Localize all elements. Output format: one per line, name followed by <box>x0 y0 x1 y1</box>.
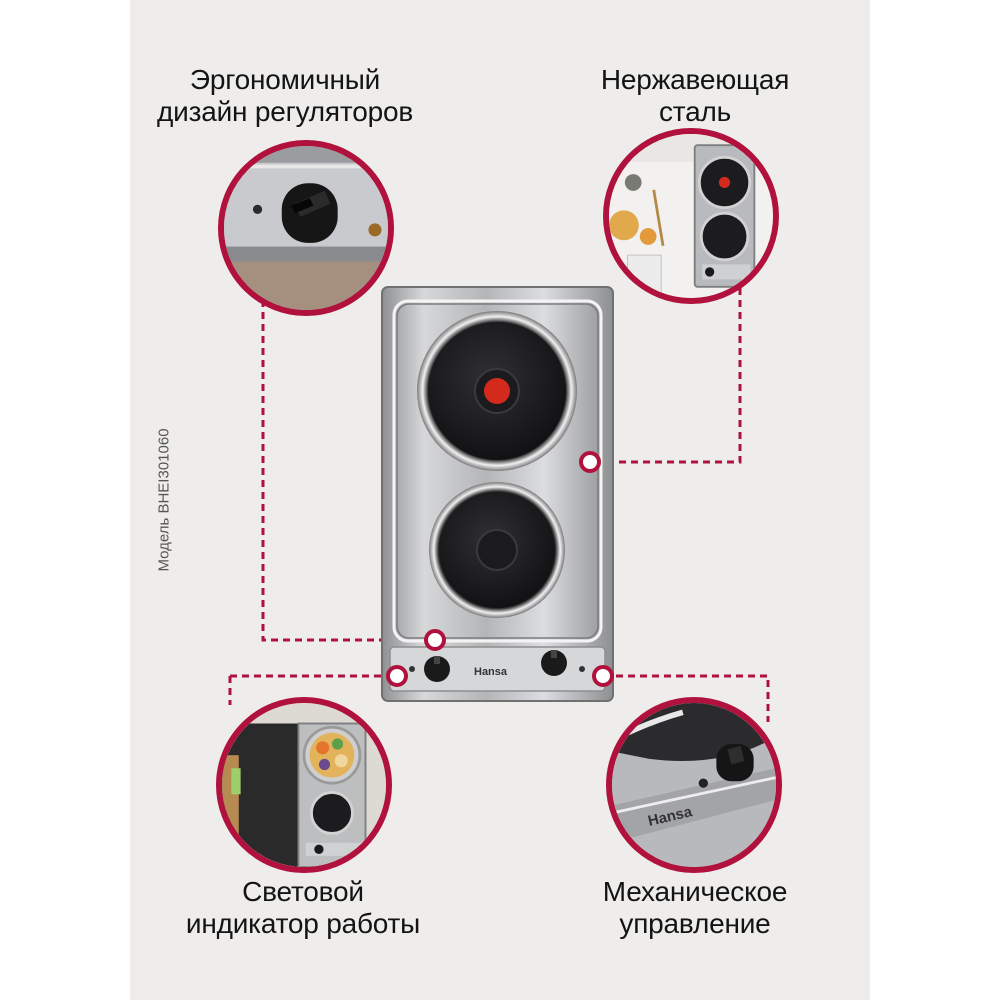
feature-title-mechanical-line1: Механическое <box>602 876 788 907</box>
knob-icon <box>424 656 450 682</box>
feature-title-ergonomic-line2: дизайн регуляторов <box>156 96 413 127</box>
feature-title-indicator-line1: Световой <box>242 876 364 907</box>
feature-title-indicator: Световой индикатор работы <box>158 876 448 940</box>
hansa-logo-icon: Hansa <box>474 666 508 678</box>
knob-icon <box>281 183 338 243</box>
feature-title-steel-line2: сталь <box>658 96 731 127</box>
knob-icon <box>541 650 567 676</box>
feature-title-indicator-line2: индикатор работы <box>185 908 421 939</box>
marker-mechanical <box>592 665 614 687</box>
feature-title-ergonomic-line1: Эргономичный <box>189 64 381 95</box>
closeup-ergonomic-knob <box>218 140 394 316</box>
feature-title-mechanical-line2: управление <box>619 908 771 939</box>
closeup-working-indicator <box>216 697 392 873</box>
closeup-stainless-steel <box>603 128 779 304</box>
closeup-mechanical-control: Hansa <box>606 697 782 873</box>
feature-title-ergonomic: Эргономичный дизайн регуляторов <box>150 64 420 128</box>
connector-ergonomic <box>261 288 433 642</box>
feature-title-steel-line1: Нержавеющая <box>600 64 790 95</box>
marker-ergonomic <box>424 629 446 651</box>
feature-title-mechanical: Механическое управление <box>570 876 820 940</box>
hot-indicator-dot <box>484 378 510 404</box>
marker-indicator <box>386 665 408 687</box>
feature-title-steel: Нержавеющая сталь <box>575 64 815 128</box>
marker-steel <box>579 451 601 473</box>
cooktop-image: Hansa <box>381 286 614 702</box>
connector-steel <box>592 288 742 464</box>
